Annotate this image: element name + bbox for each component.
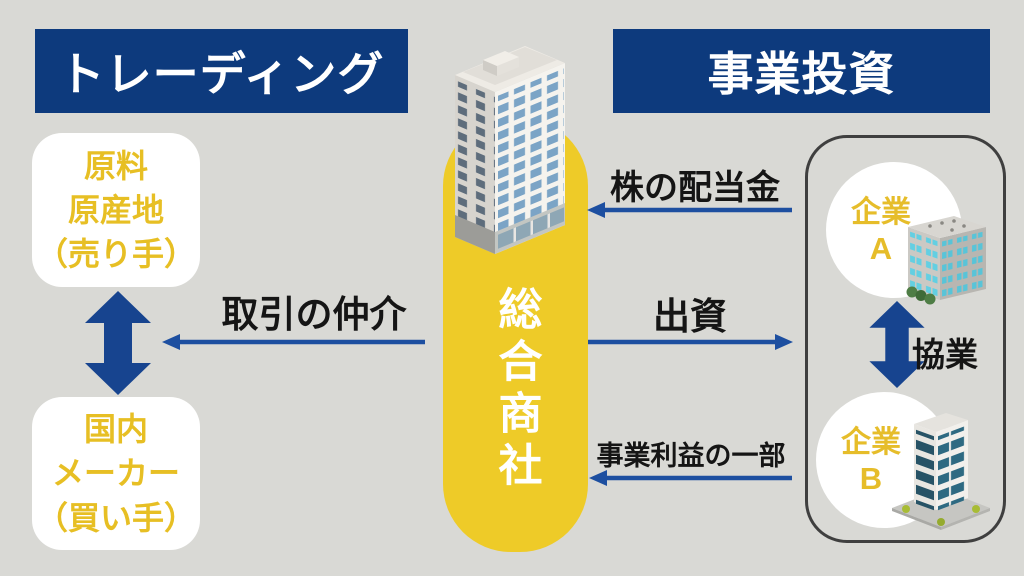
company-label: 総合商社 [491, 286, 541, 494]
seller-box: 原料 原産地 （売り手） [32, 133, 200, 287]
investment-label: 出資 [653, 296, 727, 337]
seller-line: 原産地 [67, 191, 164, 228]
collaboration-double-arrow-icon [869, 301, 925, 388]
mediation-label: 取引の仲介 [221, 294, 407, 335]
seller-line: 原料 [83, 147, 148, 184]
seller-line: （売り手） [35, 236, 196, 273]
company-a-name: 企業 [851, 196, 911, 229]
office-building-a-icon [906, 216, 986, 305]
skyscraper-icon [455, 46, 565, 254]
office-building-b-icon [892, 413, 990, 530]
buyer-box: 国内 メーカー （買い手） [32, 397, 200, 550]
company-b-letter: B [859, 461, 883, 496]
company-b-name: 企業 [841, 426, 901, 459]
dividend-arrow-icon [587, 202, 792, 218]
trading-section-header: トレーディング [35, 29, 408, 113]
buyer-line: 国内 [83, 411, 148, 448]
dividend-label: 株の配当金 [610, 169, 780, 207]
collaboration-label: 協業 [912, 336, 978, 373]
buyer-line: （買い手） [35, 499, 196, 536]
profit-share-label: 事業利益の一部 [596, 441, 786, 471]
company-label-wrap: 総合商社 [443, 286, 588, 536]
trading-section-title: トレーディング [58, 48, 385, 100]
profit-arrow-icon [589, 470, 792, 486]
investment-section-title: 事業投資 [707, 48, 896, 100]
investment-section-header: 事業投資 [613, 29, 990, 113]
investee-group-panel [805, 135, 1006, 543]
investment-arrow-icon [588, 334, 793, 350]
buyer-line: メーカー [51, 455, 180, 492]
company-a-letter: A [869, 231, 893, 266]
seller-buyer-double-arrow-icon [85, 291, 151, 395]
mediation-arrow-icon [162, 334, 425, 350]
